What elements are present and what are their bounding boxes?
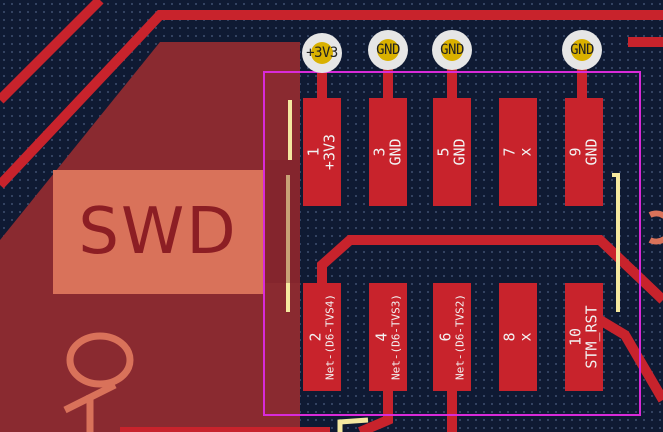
- copper-track: [358, 391, 393, 432]
- pad-number: 2: [306, 332, 325, 342]
- via-drill: [377, 39, 399, 61]
- pad-net: GND: [386, 138, 404, 166]
- via[interactable]: GND: [368, 30, 408, 70]
- via-drill: [311, 42, 333, 64]
- footprint-shadow: [263, 160, 300, 283]
- silkscreen-text: [63, 381, 117, 432]
- pad-net: x: [516, 147, 534, 157]
- silkscreen-text: [337, 417, 369, 432]
- pad-net: Net-(D6-TVS2): [453, 293, 467, 381]
- footprint-courtyard: [263, 71, 641, 416]
- pad-net: +3V3: [320, 133, 338, 171]
- via-net-label: GND: [376, 42, 400, 58]
- silkscreen-label: SWD: [78, 195, 238, 269]
- pad-net: Net-(D6-TVS4): [323, 293, 337, 381]
- via-net-label: GND: [570, 42, 594, 58]
- pad-1[interactable]: 1+3V3: [303, 98, 341, 206]
- silkscreen-text: [648, 210, 663, 245]
- pad-net: STM_RST: [582, 305, 600, 369]
- via-net-label: GND: [440, 42, 464, 58]
- copper-track: [0, 10, 663, 189]
- silkscreen-label-box: SWD: [53, 170, 263, 294]
- pad-net: GND: [450, 138, 468, 166]
- via-drill: [571, 39, 593, 61]
- via[interactable]: +3V3: [302, 33, 342, 73]
- pad-net: Net-(D6-TVS3): [389, 293, 403, 381]
- via[interactable]: GND: [562, 30, 602, 70]
- pad-net: x: [516, 332, 534, 342]
- via-net-label: +3V3: [306, 45, 338, 61]
- copper-track: [0, 0, 104, 104]
- pad-number: 4: [372, 332, 391, 342]
- pad-net: GND: [582, 138, 600, 166]
- pad-number: 6: [436, 332, 455, 342]
- copper-track: [597, 315, 663, 403]
- copper-track: [317, 235, 663, 304]
- via[interactable]: GND: [432, 30, 472, 70]
- via-drill: [441, 39, 463, 61]
- silkscreen-text: [66, 332, 134, 388]
